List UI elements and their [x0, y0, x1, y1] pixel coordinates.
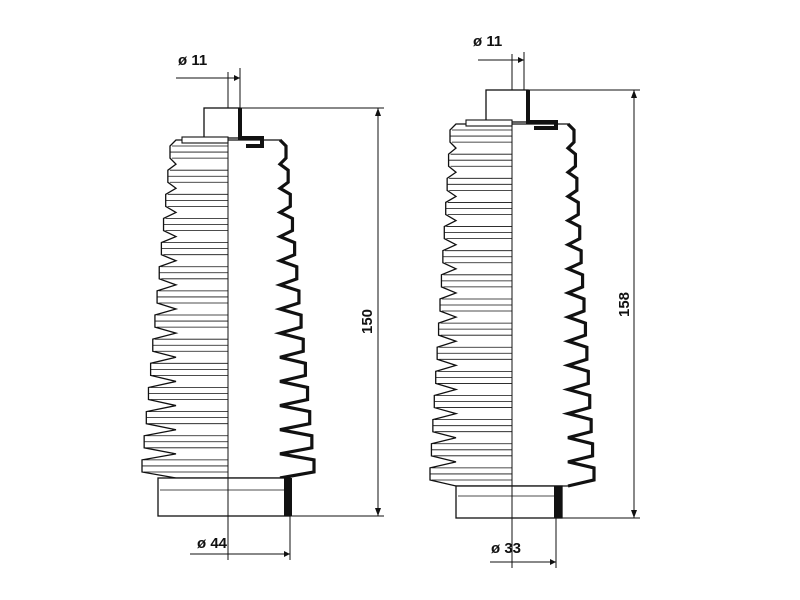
left-boot-section-wall — [273, 138, 316, 480]
left-large-diameter-label: ø 44 — [197, 535, 228, 552]
right-boot-collar-step — [465, 119, 513, 127]
right-boot-mouth-section — [554, 486, 562, 518]
left-boot-ribs — [142, 145, 228, 473]
left-boot — [141, 107, 316, 517]
left-boot-collar-step — [181, 136, 229, 144]
left-boot-collar — [203, 107, 241, 139]
right-boot-ribs — [430, 129, 512, 481]
left-dimensions — [176, 68, 384, 560]
left-boot-mouth — [157, 477, 291, 517]
right-dimensions — [478, 52, 640, 568]
right-dimension-arrows — [518, 57, 637, 565]
right-length-label: 158 — [616, 292, 633, 317]
left-dimension-arrows — [234, 75, 381, 557]
right-small-diameter-label: ø 11 — [473, 33, 502, 50]
right-boot-collar-section — [526, 90, 558, 130]
left-small-diameter-label: ø 11 — [178, 52, 207, 69]
right-boot-collar — [485, 89, 529, 123]
left-boot-mouth-section — [284, 478, 292, 516]
right-boot-section-wall — [561, 122, 596, 488]
right-boot — [429, 89, 596, 519]
left-length-label: 150 — [359, 309, 376, 334]
right-boot-mouth — [455, 485, 563, 519]
left-boot-collar-section — [238, 108, 264, 148]
right-large-diameter-label: ø 33 — [491, 540, 521, 557]
